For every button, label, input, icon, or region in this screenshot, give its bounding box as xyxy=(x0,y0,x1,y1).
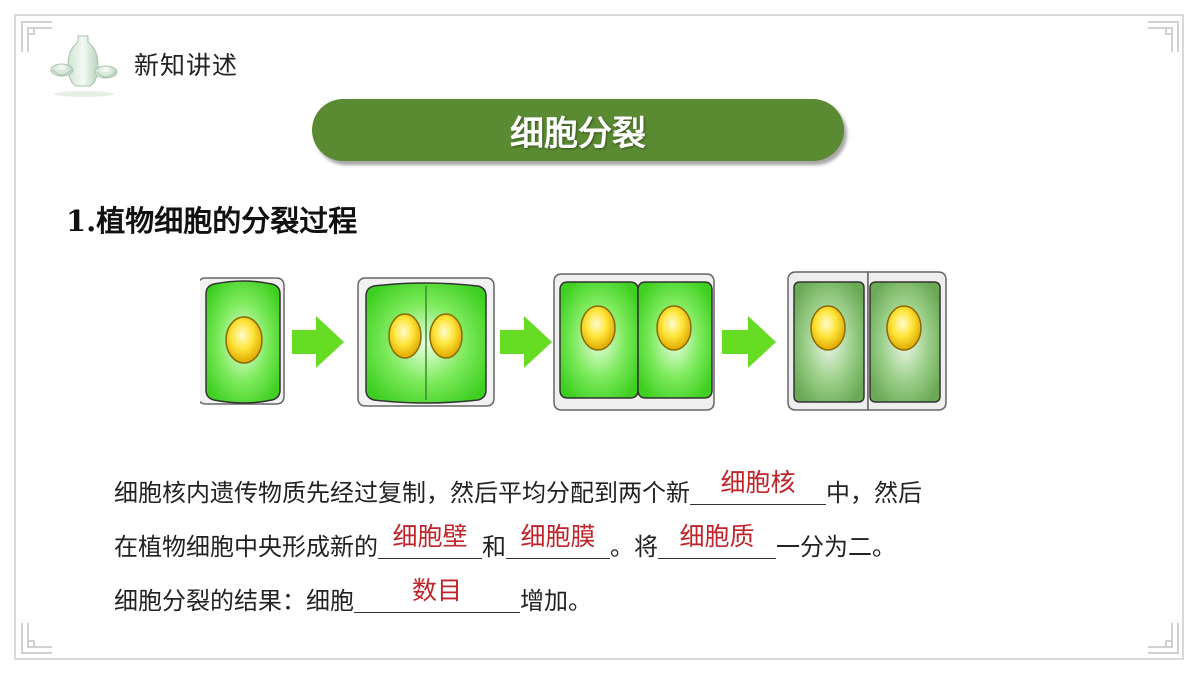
text-segment: 和 xyxy=(482,533,506,561)
plant-cell-stage-1 xyxy=(200,277,285,405)
text-segment: 增加。 xyxy=(520,587,592,615)
answer-blank: 数目 xyxy=(354,576,520,613)
plant-cell-stage-2 xyxy=(357,277,495,407)
slide-frame xyxy=(14,14,1184,660)
plant-cell-stage-4 xyxy=(787,271,947,411)
plant-cell-stage-3 xyxy=(553,273,715,411)
text-segment: 在植物细胞中央形成新的 xyxy=(114,533,378,561)
section-label: 新知讲述 xyxy=(134,51,239,80)
explanation-line-1: 细胞核内遗传物质先经过复制，然后平均分配到两个新 细胞核 中，然后 xyxy=(114,468,922,511)
corner-ornament xyxy=(1146,621,1180,655)
corner-ornament xyxy=(20,20,54,54)
answer-blank: 细胞质 xyxy=(658,522,776,559)
answer-text: 细胞壁 xyxy=(392,522,468,551)
answer-blank: 细胞膜 xyxy=(506,522,610,559)
explanation-line-2: 在植物细胞中央形成新的细胞壁和细胞膜。将细胞质一分为二。 xyxy=(114,522,896,565)
arrow-right-icon xyxy=(292,316,344,368)
arrow-right-icon xyxy=(722,316,776,368)
corner-ornament xyxy=(1146,20,1180,54)
text-segment: 一分为二。 xyxy=(776,533,896,561)
cell-division-diagram xyxy=(200,271,947,411)
explanation-line-3: 细胞分裂的结果：细胞 数目 增加。 xyxy=(114,576,592,619)
arrow-right-icon xyxy=(500,316,552,368)
title-banner: 细胞分裂 xyxy=(312,99,844,161)
answer-blank: 细胞壁 xyxy=(378,522,482,559)
slide-title: 细胞分裂 xyxy=(510,113,646,154)
text-segment: 细胞核内遗传物质先经过复制，然后平均分配到两个新 xyxy=(114,479,690,507)
answer-text: 细胞核 xyxy=(720,468,796,497)
corner-ornament xyxy=(20,621,54,655)
answer-text: 数目 xyxy=(411,576,462,605)
answer-text: 细胞膜 xyxy=(520,522,596,551)
text-segment: 。将 xyxy=(610,533,658,561)
section-heading: 1.植物细胞的分裂过程 xyxy=(66,204,358,238)
text-segment: 细胞分裂的结果：细胞 xyxy=(114,587,354,615)
answer-text: 细胞质 xyxy=(679,522,755,551)
text-segment: 中，然后 xyxy=(826,479,922,507)
answer-blank: 细胞核 xyxy=(690,468,826,505)
tea-set-icon xyxy=(48,30,120,102)
